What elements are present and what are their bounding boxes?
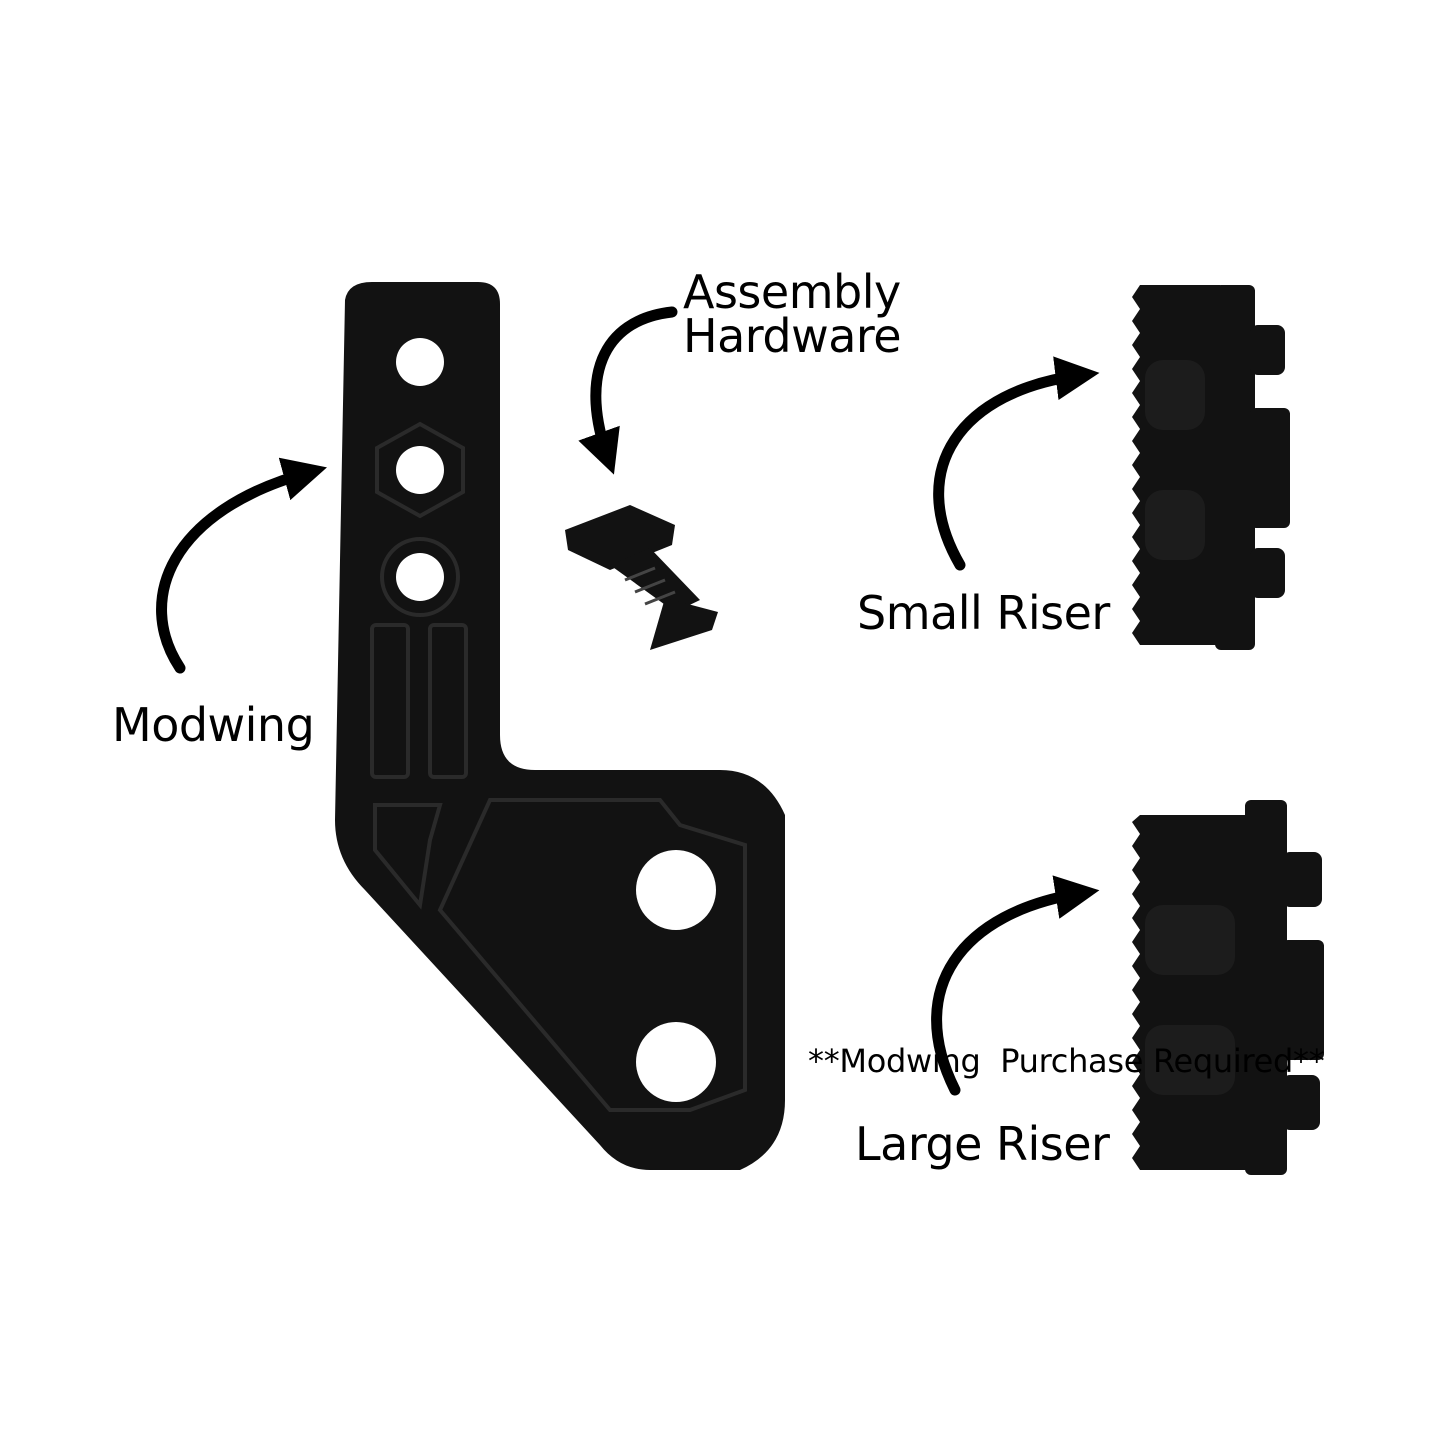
large-riser-arrow bbox=[931, 875, 1100, 1096]
small-riser-part bbox=[1132, 285, 1290, 650]
modwing-part bbox=[335, 282, 785, 1170]
purchase-footnote: **Modwing Purchase Required** bbox=[808, 1042, 1325, 1080]
assembly-label-line2: Hardware bbox=[683, 309, 902, 363]
screw-part bbox=[565, 505, 718, 650]
assembly-arrow bbox=[578, 306, 678, 475]
assembly-hardware-label: Assembly Hardware bbox=[683, 265, 902, 363]
small-riser-label: Small Riser bbox=[857, 586, 1110, 640]
large-riser-label: Large Riser bbox=[855, 1117, 1110, 1171]
assembly-label-line1: Assembly bbox=[683, 265, 901, 319]
modwing-arrow bbox=[156, 457, 327, 674]
large-riser-part bbox=[1132, 800, 1324, 1175]
small-riser-arrow bbox=[933, 356, 1100, 571]
modwing-label: Modwing bbox=[112, 698, 315, 752]
